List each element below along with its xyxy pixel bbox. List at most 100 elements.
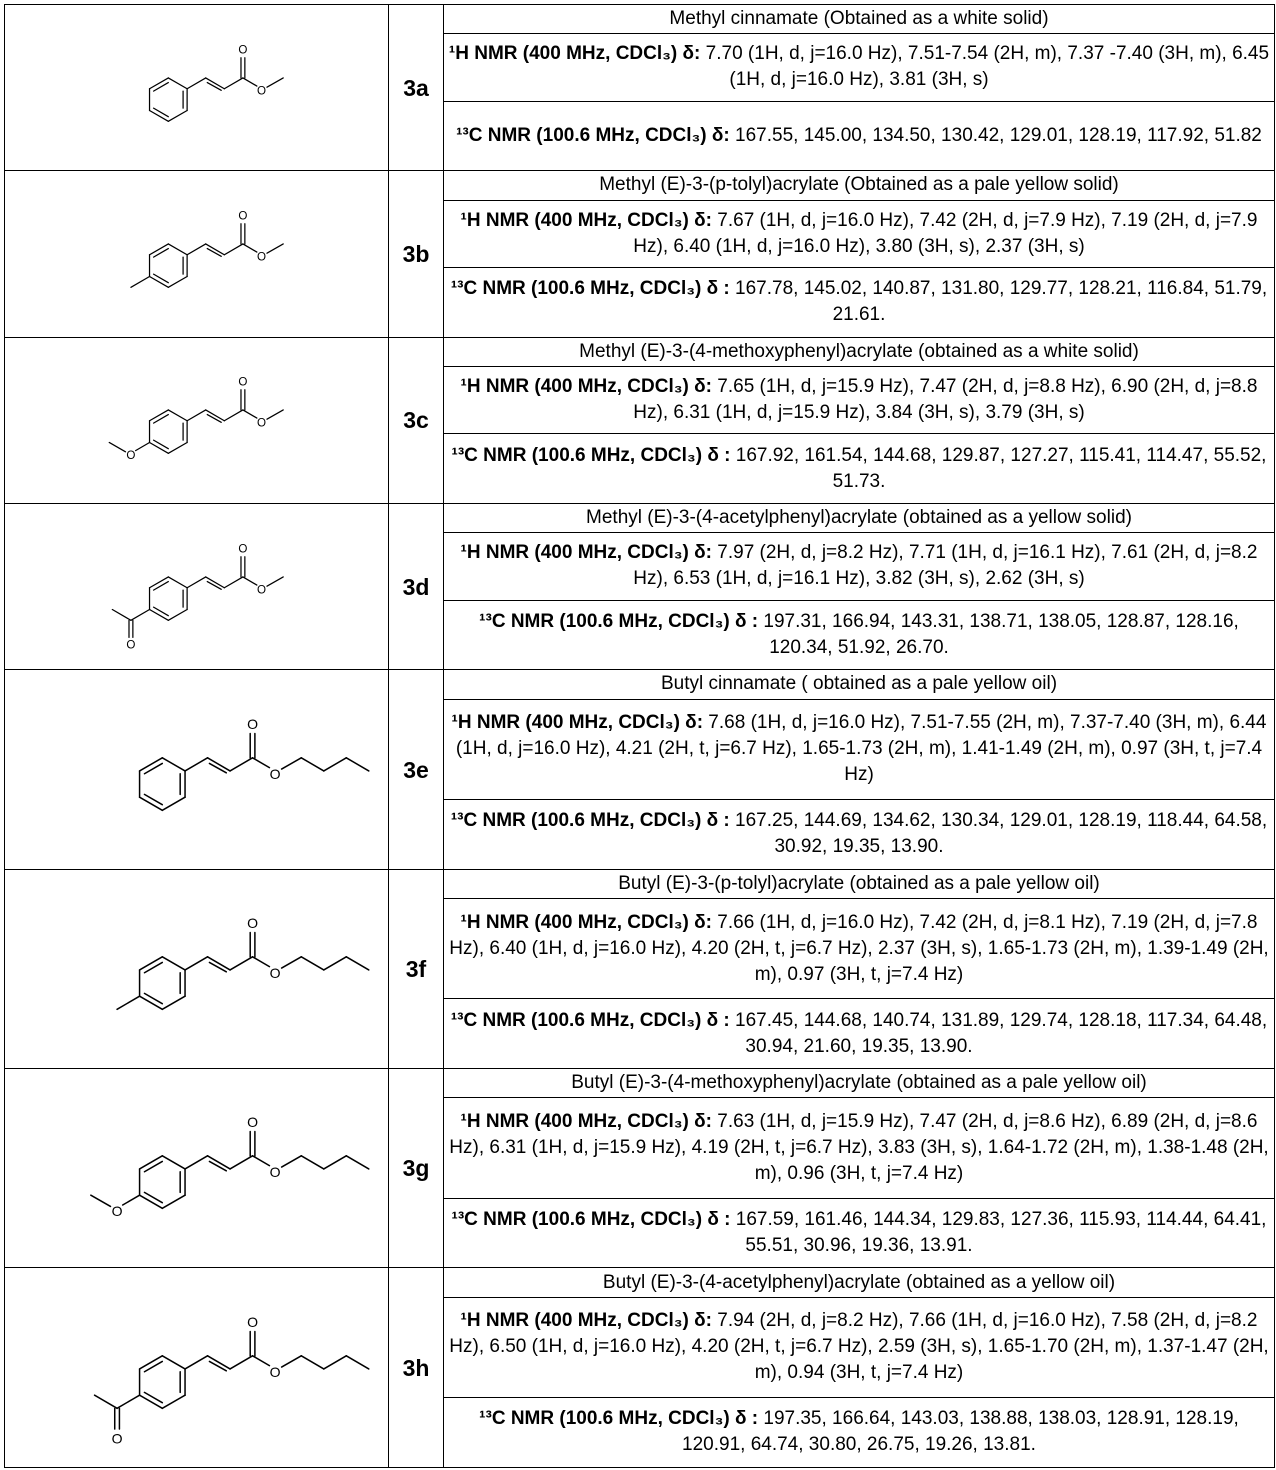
h-nmr-data: 7.66 (1H, d, j=16.0 Hz), 7.42 (2H, d, j=… [449,911,1269,985]
vinyl-double-bond [204,76,225,90]
carbonyl-oxygen-label: O [247,716,258,732]
vinyl-bond [183,955,208,971]
c-nmr-data: 197.35, 166.64, 143.03, 138.88, 138.03, … [682,1408,1239,1456]
ring-bond [167,409,188,422]
ring-bond [161,995,186,1010]
c-nmr-label: ¹³C NMR (100.6 MHz, CDCl₃) δ : [450,278,730,300]
ring-bond [167,608,188,621]
butyl-bond [322,1155,347,1170]
h-nmr-label: ¹H NMR (400 MHz, CDCl₃) δ: [460,376,712,398]
h-nmr-label: ¹H NMR (400 MHz, CDCl₃) δ: [460,209,712,231]
ring-bond [167,576,188,589]
h-nmr-row: ¹H NMR (400 MHz, CDCl₃) δ: 7.97 (2H, d, … [5,532,1275,601]
carbonyl-carbon-bond [228,1155,253,1170]
compound-name: Methyl cinnamate (Obtained as a white so… [443,3,1275,35]
carbonyl-oxygen-label: O [238,210,247,223]
ring-double-bond [143,992,163,1005]
h-nmr-row: ¹H NMR (400 MHz, CDCl₃) δ: 7.67 (1H, d, … [5,199,1275,268]
c-nmr-cell: ¹³C NMR (100.6 MHz, CDCl₃) δ : 167.78, 1… [443,266,1275,338]
c-nmr-row: ¹³C NMR (100.6 MHz, CDCl₃) δ : 167.25, 1… [5,798,1275,870]
ring-bond [138,756,163,772]
methyl-bond [265,243,284,254]
acetyl-oxygen-label: O [126,638,135,651]
h-nmr-label: ¹H NMR (400 MHz, CDCl₃) δ: [451,712,704,734]
butyl-bond [280,1354,302,1368]
h-nmr-cell: ¹H NMR (400 MHz, CDCl₃) δ: 7.63 (1H, d, … [443,1097,1275,1199]
compound-code: 3a [388,3,444,172]
butyl-bond [322,955,347,971]
h-nmr-row: ¹H NMR (400 MHz, CDCl₃) δ: 7.68 (1H, d, … [5,698,1275,800]
vinyl-bond [185,409,206,422]
h-nmr-label: ¹H NMR (400 MHz, CDCl₃) δ: [460,1310,712,1332]
compound-code: 3h [388,1267,444,1468]
carbonyl-oxygen-label: O [247,1314,258,1330]
c-nmr-label: ¹³C NMR (100.6 MHz, CDCl₃) δ : [479,610,759,632]
c-nmr-data: 167.92, 161.54, 144.68, 129.87, 127.27, … [730,444,1267,492]
methoxy-oxygen-label: O [111,1203,122,1219]
ring-bond [148,109,169,122]
ring-bond [138,1194,163,1210]
carbonyl-oxygen-label: O [247,1114,258,1130]
ester-oxygen-label: O [269,1164,280,1180]
butyl-bond [300,1155,325,1170]
ester-oxygen-label: O [269,1363,280,1379]
acetyl-bond [129,608,150,621]
methoxy-methyl-bond [89,1194,111,1208]
c-nmr-cell: ¹³C NMR (100.6 MHz, CDCl₃) δ : 167.92, 1… [443,433,1275,505]
h-nmr-cell: ¹H NMR (400 MHz, CDCl₃) δ: 7.67 (1H, d, … [443,199,1275,268]
butyl-bond [280,1155,302,1169]
ester-bond [241,409,257,420]
ring-double-bond [152,107,169,117]
compound-name: Methyl (E)-3-(4-methoxyphenyl)acrylate (… [443,336,1275,367]
vinyl-double-bond [206,955,231,971]
ring-bond [138,1354,163,1370]
h-nmr-row: ¹H NMR (400 MHz, CDCl₃) δ: 7.70 (1H, d, … [5,33,1275,102]
ring-double-bond [143,793,163,805]
ring-bond [161,1155,186,1170]
ring-bond [167,76,188,90]
ester-oxygen-label: O [257,84,266,97]
h-nmr-cell: ¹H NMR (400 MHz, CDCl₃) δ: 7.97 (2H, d, … [443,532,1275,601]
vinyl-bond [183,1155,208,1170]
ring-bond [138,1155,163,1170]
ring-bond [167,243,188,256]
c-nmr-row: ¹³C NMR (100.6 MHz, CDCl₃) δ : 167.92, 1… [5,433,1275,505]
compound-code: 3d [388,503,444,671]
vinyl-double-bond-inner [208,762,227,774]
ring-double-bond [152,414,169,425]
h-nmr-data: 7.65 (1H, d, j=15.9 Hz), 7.47 (2H, d, j=… [633,376,1258,424]
ester-oxygen-label: O [257,583,266,596]
ring-bond [161,795,186,811]
carbonyl-carbon-bond [223,243,244,256]
carbonyl-oxygen-label: O [238,43,247,56]
h-nmr-label: ¹H NMR (400 MHz, CDCl₃) δ: [460,1110,712,1132]
vinyl-double-bond-inner [208,1360,227,1372]
c-nmr-label: ¹³C NMR (100.6 MHz, CDCl₃) δ : [450,1009,730,1031]
ring-double-bond [143,1191,163,1204]
h-nmr-data: 7.94 (2H, d, j=8.2 Hz), 7.66 (1H, d, j=1… [449,1310,1269,1384]
ring-bond [148,243,169,256]
c-nmr-data: 167.25, 144.69, 134.62, 130.34, 129.01, … [729,810,1268,858]
c-nmr-row: ¹³C NMR (100.6 MHz, CDCl₃) δ : 167.59, 1… [5,1197,1275,1269]
butyl-bond [322,756,347,772]
h-nmr-data: 7.67 (1H, d, j=16.0 Hz), 7.42 (2H, d, j=… [633,209,1258,257]
ring-double-bond [143,1360,163,1373]
compound-name: Butyl (E)-3-(4-acetylphenyl)acrylate (ob… [443,1267,1275,1298]
butyl-bond [322,1354,347,1370]
acetyl-methyl-bond [93,1394,118,1409]
ester-bond [251,756,270,768]
ring-bond [167,109,188,122]
vinyl-double-bond [206,756,231,772]
compound-name: Methyl (E)-3-(4-acetylphenyl)acrylate (o… [443,503,1275,534]
ring-bond [148,442,169,455]
vinyl-double-bond [206,1354,231,1370]
h-nmr-row: ¹H NMR (400 MHz, CDCl₃) δ: 7.66 (1H, d, … [5,897,1275,1000]
carbonyl-carbon-bond [228,1354,253,1370]
